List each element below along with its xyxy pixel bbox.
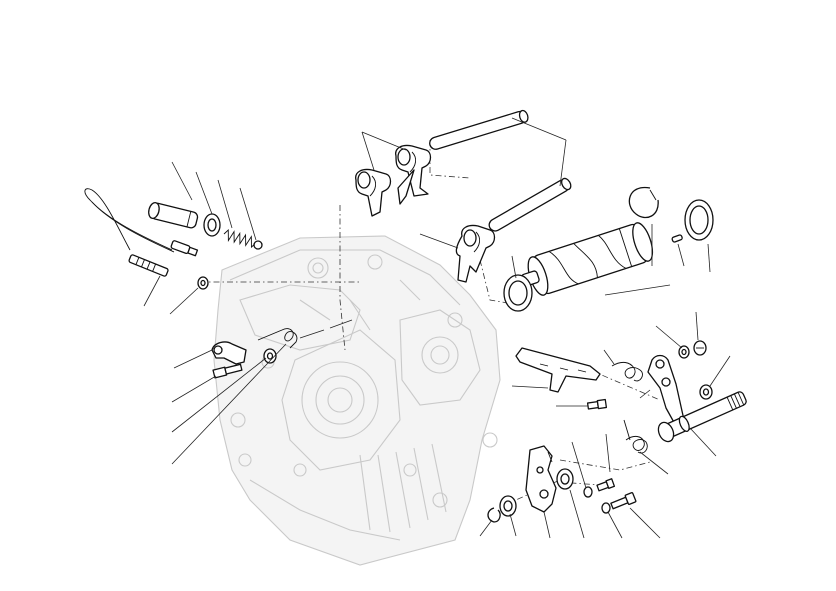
leader-lines	[143, 117, 731, 539]
ratchet-arm	[515, 347, 601, 393]
detent-lever-screw	[212, 363, 243, 379]
washer-upper-right	[678, 345, 690, 359]
plate-washer	[556, 468, 574, 490]
plate-screw-long	[610, 492, 637, 510]
return-spring-upper	[611, 361, 643, 382]
detent-lever	[211, 341, 247, 365]
selector-drum	[521, 222, 654, 296]
ratchet-screw	[586, 398, 608, 410]
bushing-right	[699, 384, 713, 400]
detent-lever-washer	[263, 348, 277, 364]
plate-screw-short	[596, 478, 616, 492]
nut-upper-right	[693, 340, 707, 356]
drum-pin	[671, 234, 683, 243]
selector-fork-1	[355, 168, 392, 217]
selector-fork-3	[455, 224, 496, 283]
return-spring-lower	[623, 419, 648, 454]
detent-ball	[253, 240, 263, 250]
detent-spring	[223, 228, 257, 249]
circlip-lower	[487, 507, 501, 523]
gear-shift-shaft	[657, 391, 747, 443]
drum-circlip-upper	[628, 186, 659, 219]
neutral-sensor-cable	[84, 188, 199, 277]
shift-arm-plate	[647, 354, 685, 427]
fork-shaft-upper	[429, 109, 529, 150]
fork-shaft-lower	[488, 177, 572, 232]
washer-lower	[499, 495, 517, 517]
small-washer-lower	[601, 502, 611, 514]
washer-small-left	[197, 276, 209, 290]
selector-plate	[525, 445, 557, 513]
drum-washer-left	[503, 274, 533, 312]
plate-nut	[583, 486, 593, 498]
detent-lever-spring	[257, 328, 298, 349]
drum-leader-bar	[604, 284, 671, 296]
selector-fork-2	[395, 144, 432, 205]
drum-bearing-ring	[684, 199, 714, 241]
shift-stop-plug	[148, 201, 199, 229]
crankcase-outline	[213, 235, 501, 566]
sealing-washer	[203, 213, 221, 237]
